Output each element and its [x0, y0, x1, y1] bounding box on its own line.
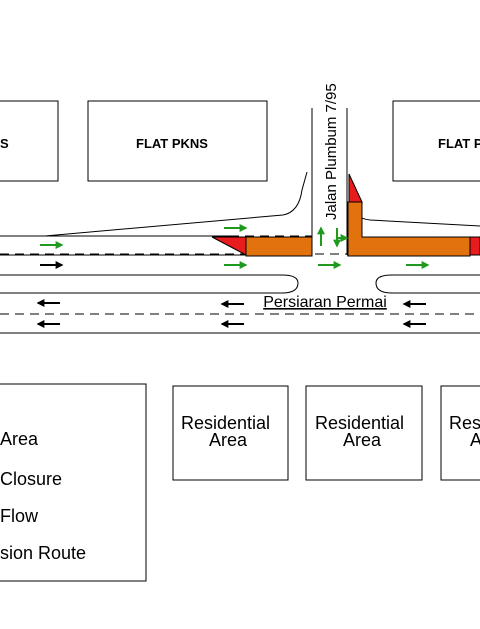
- residential-area-1: Residential Area: [172, 385, 289, 481]
- building-left: S: [0, 100, 59, 182]
- building-flat-pkns-right: FLAT PKNS: [392, 100, 480, 182]
- residential-label: Residential Area: [181, 413, 275, 450]
- lane-dashes: [0, 235, 480, 315]
- legend-item-work-area: Area: [0, 429, 39, 449]
- work-area-left-lane: [245, 236, 313, 257]
- residential-area-2: Residential Area: [305, 385, 423, 481]
- road-name-vertical: Jalan Plumbum 7/95: [323, 83, 340, 220]
- legend-item-diversion-route: sion Route: [0, 543, 86, 563]
- legend-item-traffic-flow: Flow: [0, 506, 39, 526]
- closure-taper-left: [211, 236, 247, 256]
- traffic-flow-arrows: [36, 261, 426, 328]
- building-right-label: FLAT PKNS: [438, 136, 480, 151]
- legend: Area Closure Flow sion Route: [0, 383, 147, 582]
- building-left-label: S: [0, 136, 9, 151]
- building-center-label: FLAT PKNS: [136, 136, 208, 151]
- road-name-horizontal: Persiaran Permai: [263, 294, 387, 311]
- road-closure: [211, 173, 480, 256]
- legend-item-road-closure: Closure: [0, 469, 62, 489]
- diversion-route-arrows: [40, 224, 430, 269]
- work-area: [245, 201, 471, 257]
- closure-right-edge: [469, 236, 480, 256]
- closure-taper-vertical: [348, 173, 363, 203]
- residential-area-3: Res A: [440, 385, 480, 481]
- residential-label: Res A: [449, 413, 480, 450]
- residential-label: Residential Area: [315, 413, 409, 450]
- building-flat-pkns-center: FLAT PKNS: [87, 100, 268, 182]
- work-area-right-lane: [347, 201, 471, 257]
